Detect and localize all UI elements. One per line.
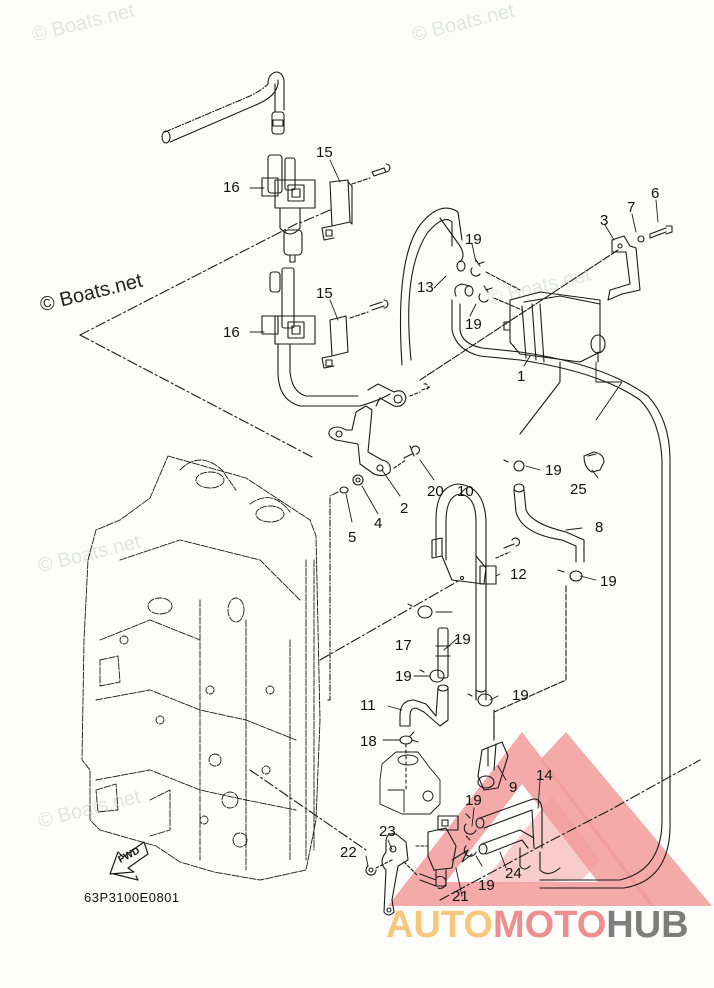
hose-13-lower [451,283,671,889]
canister-bracket [419,225,673,381]
bracket-15-lower [321,299,389,369]
part-label-15: 15 [316,285,333,302]
vent-hose-loop [277,207,466,407]
logo-auto: AUTO [386,904,493,946]
clip-25 [583,451,605,473]
grommet-and-collar [325,474,364,701]
hose-11 [399,684,449,791]
part-label-19: 19 [545,462,562,479]
leader-lines [79,209,701,901]
engine-block [81,455,321,881]
part-label-19: 19 [454,631,471,648]
part-label-19: 19 [600,573,617,590]
part-label-1: 1 [517,368,526,385]
part-label-14: 14 [536,767,553,784]
solenoid-9 [477,741,509,791]
part-label-19: 19 [465,231,482,248]
part-label-24: 24 [505,865,522,882]
hose-u-10 [431,483,520,701]
part-label-4: 4 [374,515,383,532]
joint-17 [407,603,451,683]
part-label-23: 23 [379,823,396,840]
part-label-8: 8 [595,519,604,536]
part-label-11: 11 [360,697,376,714]
part-label-19: 19 [478,877,495,894]
logo-triangle-icon [388,732,712,906]
part-label-10: 10 [457,483,474,500]
part-label-21: 21 [452,888,469,905]
hose-8 [493,459,585,741]
part-label-18: 18 [360,733,377,750]
top-hose [161,71,285,144]
part-label-6: 6 [651,185,660,202]
bracket-23 [365,833,447,916]
part-label-15: 15 [316,144,333,161]
filter-housing [379,751,441,815]
clamps-19-canister [470,259,523,311]
part-label-22: 22 [340,844,357,861]
part-label-16: 16 [223,179,240,196]
part-label-20: 20 [427,483,444,500]
fwd-arrow-icon [109,841,149,881]
drawing-code: 63P3100E0801 [84,890,180,905]
callout-leaders [249,159,659,897]
part-label-12: 12 [510,566,527,583]
part-label-7: 7 [627,199,636,216]
hoses-14-24 [463,798,561,875]
part-label-19: 19 [465,316,482,333]
part-label-19: 19 [465,792,482,809]
part-label-19: 19 [395,668,412,685]
charcoal-canister [503,291,623,435]
logo-moto: MOTO [492,904,607,946]
part-label-13: 13 [417,279,434,296]
part-label-17: 17 [395,637,412,654]
bracket-15-upper [321,163,391,241]
automotohub-logo: AUTOMOTOHUB [386,906,689,944]
fuel-pump-upper [261,154,316,263]
part-label-25: 25 [570,481,587,498]
clamp-19-right [467,693,495,741]
part-label-2: 2 [400,500,409,517]
part-label-16: 16 [223,324,240,341]
mount-bracket-2 [328,383,431,477]
part-label-5: 5 [348,529,357,546]
fuel-pump-lower [261,267,316,373]
part-label-3: 3 [600,212,609,229]
part-label-9: 9 [509,779,518,796]
part-label-19: 19 [512,687,529,704]
logo-hub: HUB [606,904,689,946]
